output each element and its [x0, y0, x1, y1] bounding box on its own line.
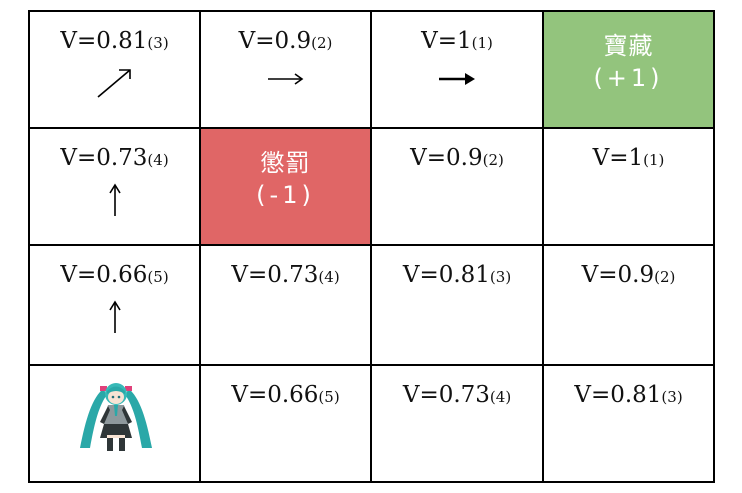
gridworld: V=0.81(3) V=0.9(2) V=1(1) 寶藏 (+1) V=0.73…: [28, 10, 715, 483]
state-value: V=0.9(2): [544, 262, 713, 288]
value-text: V=1: [421, 28, 472, 54]
value-text: V=0.73: [402, 382, 490, 408]
cell-r2-c1: V=0.73(4): [201, 246, 372, 366]
step-count: (4): [147, 151, 169, 169]
arrow-right-icon: [372, 72, 542, 86]
agent-character-icon: [76, 374, 156, 458]
step-count: (3): [661, 388, 683, 406]
value-text: V=0.81: [60, 28, 148, 54]
state-value: V=0.66(5): [201, 382, 370, 408]
value-text: V=0.73: [60, 145, 148, 171]
goal-reward: (+1): [593, 64, 664, 92]
cell-r2-c3: V=0.9(2): [544, 246, 715, 366]
cell-r2-c0: V=0.66(5): [30, 246, 201, 366]
step-count: (2): [311, 34, 333, 52]
cell-r1-c2: V=0.9(2): [372, 129, 544, 246]
cell-r0-c2: V=1(1): [372, 12, 544, 129]
goal-cell: 寶藏 (+1): [544, 12, 715, 129]
step-count: (4): [318, 268, 340, 286]
cell-r3-c2: V=0.73(4): [372, 366, 544, 483]
cell-r2-c2: V=0.81(3): [372, 246, 544, 366]
state-value: V=1(1): [544, 145, 713, 171]
state-value: V=0.81(3): [372, 262, 542, 288]
goal-title: 寶藏: [603, 32, 654, 60]
cell-r0-c1: V=0.9(2): [201, 12, 372, 129]
value-text: V=0.66: [231, 382, 319, 408]
step-count: (2): [654, 268, 676, 286]
state-value: V=0.81(3): [30, 28, 199, 54]
value-text: V=0.66: [60, 262, 148, 288]
state-value: V=0.66(5): [30, 262, 199, 288]
state-value: V=0.73(4): [30, 145, 199, 171]
value-text: V=0.9: [581, 262, 655, 288]
penalty-cell: 懲罰 (-1): [201, 129, 372, 246]
state-value: V=0.81(3): [544, 382, 713, 408]
state-value: V=0.9(2): [201, 28, 370, 54]
arrow-up-icon: [30, 183, 199, 217]
value-text: V=0.9: [410, 145, 483, 171]
step-count: (2): [482, 151, 504, 169]
penalty-reward: (-1): [256, 181, 315, 209]
value-text: V=0.81: [574, 382, 662, 408]
step-count: (5): [147, 268, 169, 286]
value-text: V=0.73: [231, 262, 319, 288]
step-count: (4): [489, 388, 512, 406]
cell-r1-c0: V=0.73(4): [30, 129, 201, 246]
cell-r1-c3: V=1(1): [544, 129, 715, 246]
cell-r3-c1: V=0.66(5): [201, 366, 372, 483]
value-text: V=1: [592, 145, 644, 171]
step-count: (3): [147, 34, 169, 52]
step-count: (5): [318, 388, 340, 406]
arrow-up-right-icon: [30, 66, 199, 100]
value-text: V=0.81: [402, 262, 490, 288]
arrow-up-icon: [30, 300, 199, 334]
state-value: V=1(1): [372, 28, 542, 54]
cell-r0-c0: V=0.81(3): [30, 12, 201, 129]
state-value: V=0.73(4): [372, 382, 542, 408]
penalty-title: 懲罰: [260, 149, 311, 177]
cell-r3-c3: V=0.81(3): [544, 366, 715, 483]
agent-cell: [30, 366, 201, 483]
step-count: (1): [471, 34, 493, 52]
step-count: (3): [489, 268, 512, 286]
step-count: (1): [643, 151, 665, 169]
value-text: V=0.9: [238, 28, 312, 54]
state-value: V=0.9(2): [372, 145, 542, 171]
arrow-right-icon: [201, 72, 370, 86]
state-value: V=0.73(4): [201, 262, 370, 288]
